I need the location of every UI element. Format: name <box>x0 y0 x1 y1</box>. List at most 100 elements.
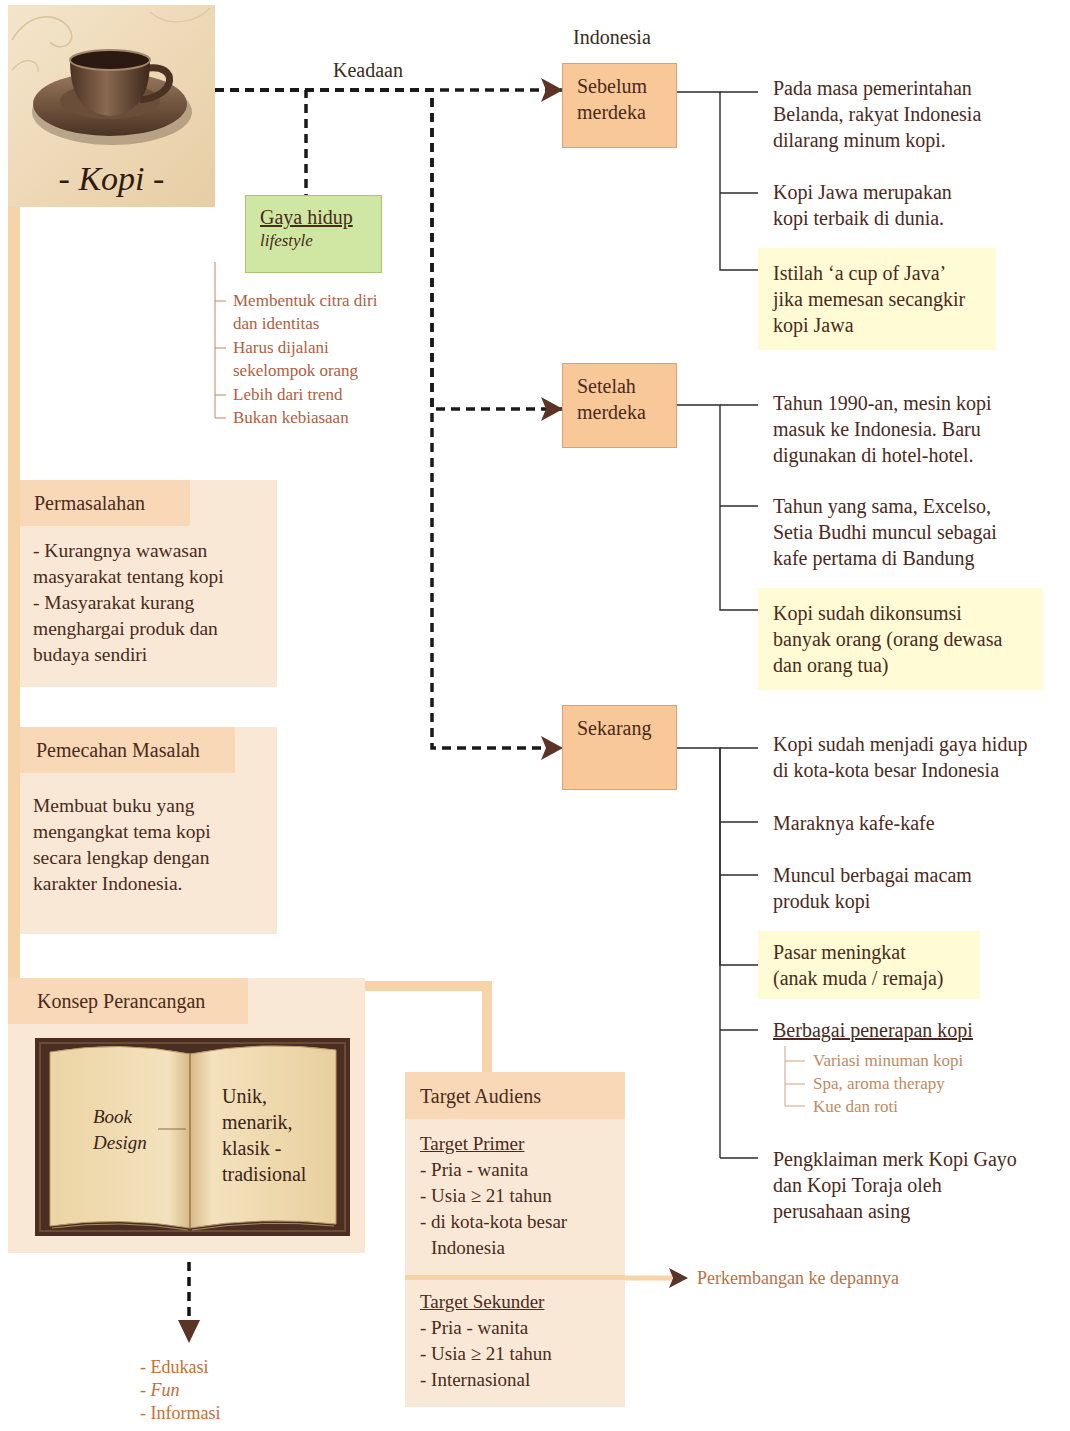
future-note: Perkembangan ke depannya <box>697 1266 997 1290</box>
kopi-picture <box>8 5 215 207</box>
tree-lines <box>720 1157 758 1158</box>
connector <box>365 986 487 1072</box>
highlight-box: Istilah ‘a cup of Java’ jika memesan sec… <box>758 248 996 350</box>
tree-lines <box>720 821 758 822</box>
tree-lines <box>720 91 758 92</box>
connector <box>215 90 562 409</box>
info-panel: Permasalahan - Kurangnya wawasan masyarak… <box>20 480 277 687</box>
goal-item: - Edukasi <box>140 1356 290 1379</box>
kopi-picture <box>12 17 72 47</box>
lifestyle-bracket <box>215 394 226 395</box>
book-picture <box>35 1038 350 1236</box>
highlight-text: Istilah ‘a cup of Java’ jika memesan sec… <box>773 260 973 338</box>
audience-item: - Pria - wanita <box>405 1315 625 1341</box>
usage-bracket <box>785 1105 805 1106</box>
book-traits: Unik, menarik, klasik - tradisional <box>222 1083 327 1187</box>
kopi-picture <box>8 5 215 207</box>
usage-bracket <box>785 1083 805 1084</box>
note-subtitle: lifestyle <box>260 230 367 252</box>
topic-box: - Kopi - <box>8 5 215 207</box>
phase-box: Sekarang <box>562 705 677 790</box>
book-picture <box>50 1046 190 1228</box>
panel-text: - Masyarakat kurang menghargai produk da… <box>20 590 277 668</box>
connector <box>8 207 20 978</box>
usage-item: Variasi minuman kopi <box>813 1049 1033 1072</box>
usage-item: Spa, aroma therapy <box>813 1072 1033 1095</box>
tree-lines <box>720 192 758 193</box>
topic-title: - Kopi - <box>59 159 165 199</box>
forward-arrow <box>669 1268 688 1288</box>
lifestyle-item: Membentuk citra diri dan identitas <box>233 289 393 335</box>
book-box: Book Design Unik, menarik, klasik - tradi… <box>35 1038 350 1236</box>
connector-label: Keadaan <box>330 59 406 81</box>
audience-item: - Usia ≥ 21 tahun <box>405 1341 625 1367</box>
fact-text: Muncul berbagai macam produk kopi <box>773 862 1003 914</box>
panel-heading: Pemecahan Masalah <box>20 727 235 773</box>
concept-panel: Konsep PerancanganBook Design Unik, menar… <box>8 978 365 1253</box>
panel-text: Membuat buku yang mengangkat tema kopi s… <box>20 793 277 897</box>
note-title: Gaya hidup <box>260 205 367 230</box>
highlight-text: Pasar meningkat (anak muda / remaja) <box>773 939 949 991</box>
tree-lines <box>720 505 758 506</box>
lifestyle-note: Gaya hiduplifestyle <box>245 195 382 273</box>
lifestyle-item: Lebih dari trend <box>233 383 393 406</box>
tree-lines <box>720 1029 758 1030</box>
fact-text: Pengklaiman merk Kopi Gayo dan Kopi Tora… <box>773 1146 1028 1224</box>
audience-item: - Internasional <box>405 1367 625 1393</box>
connector <box>677 748 758 965</box>
book-picture <box>52 1224 188 1230</box>
connector <box>677 92 758 270</box>
connector-group <box>14 90 758 1072</box>
down-arrow <box>187 1262 191 1322</box>
down-arrow <box>178 1320 200 1343</box>
audience-item: - Usia ≥ 21 tahun <box>405 1183 625 1209</box>
book-picture <box>190 1046 336 1228</box>
book-picture <box>192 1223 334 1230</box>
goal-item: - Informasi <box>140 1402 290 1425</box>
connector <box>215 90 306 195</box>
lifestyle-item: Harus dijalani sekelompok orang <box>233 336 393 382</box>
tree-lines <box>720 747 758 748</box>
panel-text: - Kurangnya wawasan masyarakat tentang k… <box>20 538 277 590</box>
connector <box>677 405 758 610</box>
fact-text: Kopi Jawa merupakan kopi terbaik di duni… <box>773 179 973 231</box>
kopi-picture <box>12 61 38 72</box>
kopi-picture <box>150 8 210 22</box>
panel-heading: Permasalahan <box>20 480 190 526</box>
audience-item: - Pria - wanita <box>405 1157 625 1183</box>
concept-panel-ground <box>8 978 365 1253</box>
phase-box: Setelah merdeka <box>562 363 677 448</box>
region-title: Indonesia <box>573 24 693 50</box>
panel-heading: Target Audiens <box>405 1072 625 1119</box>
tree-lines <box>720 874 758 875</box>
info-panel: Pemecahan MasalahMembuat buku yang menga… <box>20 727 277 934</box>
down-arrow <box>178 1262 200 1343</box>
fact-text: Tahun 1990-an, mesin kopi masuk ke Indon… <box>773 390 1021 468</box>
lifestyle-bracket <box>215 347 226 348</box>
audience-panel: Target AudiensTarget Primer- Pria - wani… <box>405 1072 625 1407</box>
usage-bracket <box>785 1046 805 1106</box>
fact-heading: Berbagai penerapan kopi <box>773 1017 1033 1043</box>
lifestyle-bracket <box>215 262 226 418</box>
highlight-box: Pasar meningkat (anak muda / remaja) <box>758 931 980 999</box>
audience-subheading: Target Sekunder <box>405 1275 625 1315</box>
goal-item: - Fun <box>140 1379 290 1402</box>
audience-item: - di kota-kota besar Indonesia <box>405 1209 625 1261</box>
kopi-picture <box>70 50 150 70</box>
tree-lines <box>720 404 758 405</box>
phase-title: Setelah merdeka <box>577 373 662 425</box>
panel-heading: Konsep Perancangan <box>8 978 248 1024</box>
highlight-text: Kopi sudah dikonsumsi banyak orang (oran… <box>773 600 1013 678</box>
tree-lines <box>720 92 758 1158</box>
usage-bracket <box>785 1060 805 1061</box>
phase-box: Sebelum merdeka <box>562 63 677 148</box>
book-picture <box>158 1129 186 1130</box>
usage-bracket <box>784 1046 785 1106</box>
book-title: Book Design <box>93 1104 163 1156</box>
lifestyle-item: Bukan kebiasaan <box>233 406 393 429</box>
lifestyle-bracket <box>215 417 226 418</box>
phase-title: Sebelum merdeka <box>577 73 662 125</box>
audience-subheading: Target Primer <box>405 1119 625 1157</box>
fact-text: Pada masa pemerintahan Belanda, rakyat I… <box>773 75 1023 153</box>
